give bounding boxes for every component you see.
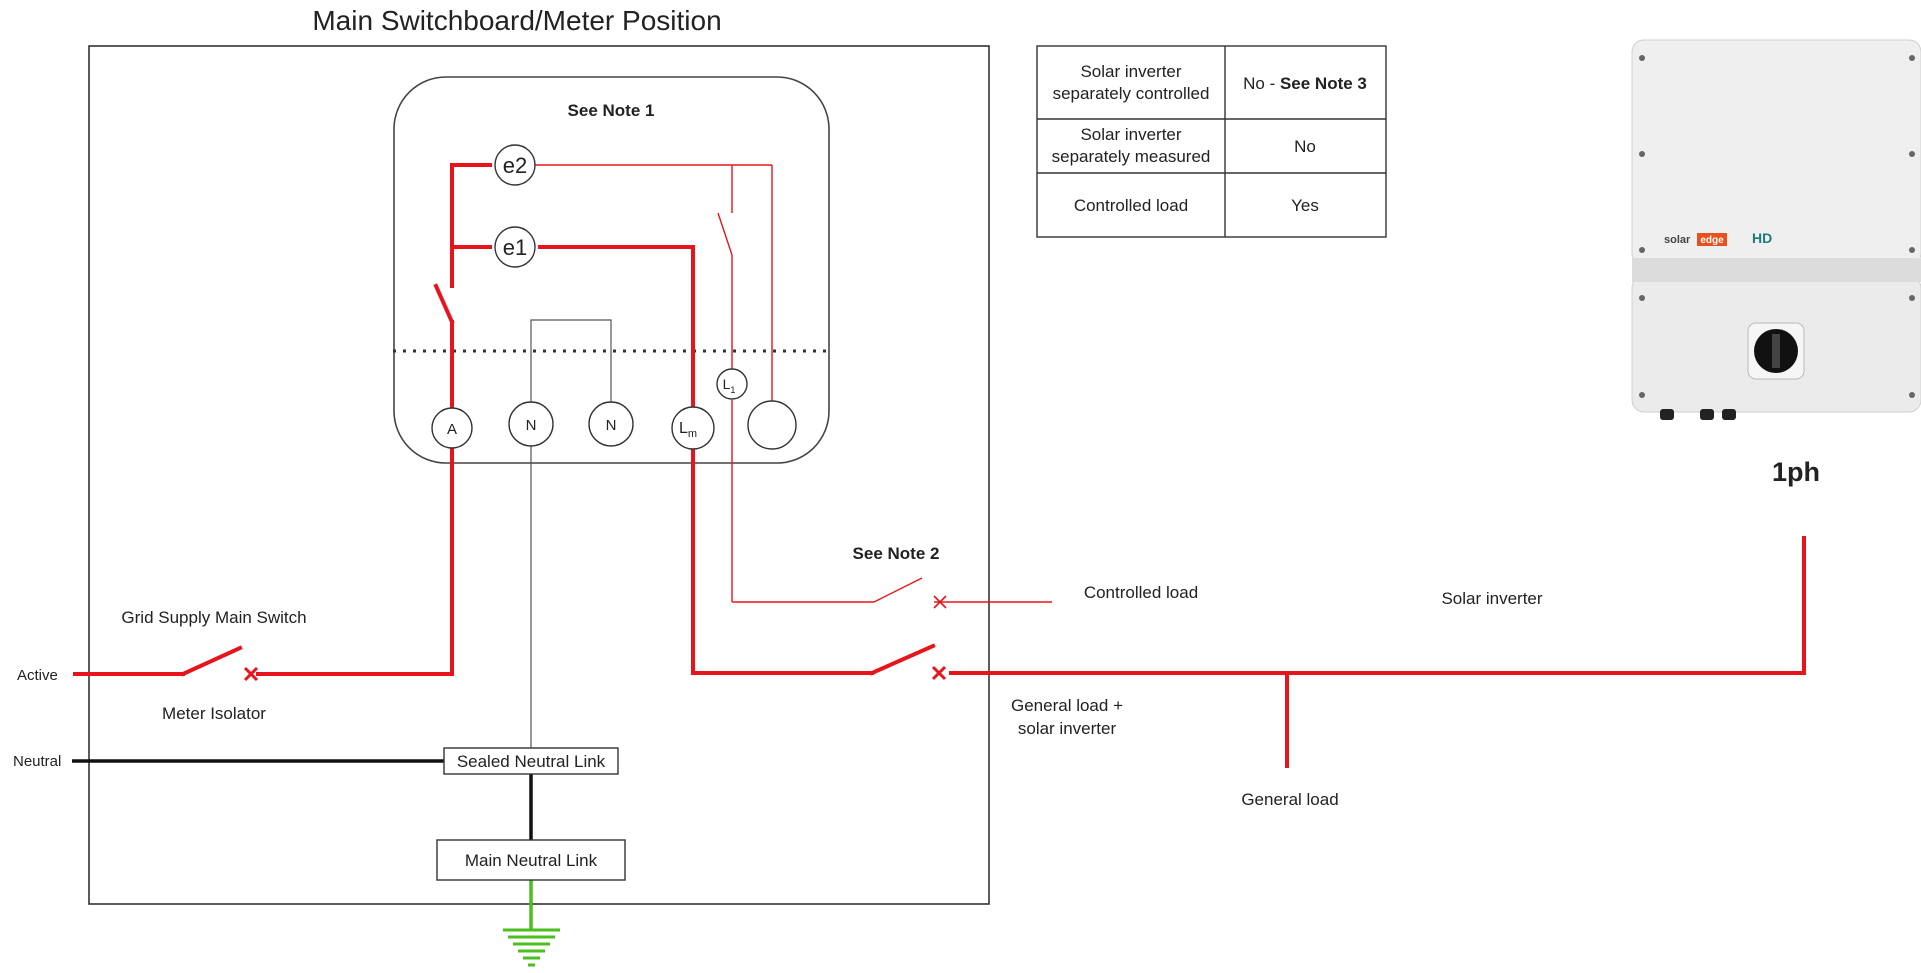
meter-element-e2: e2 (494, 144, 536, 186)
inverter-model-mark: HD (1752, 230, 1772, 246)
earth-symbol (503, 880, 560, 967)
terminal-n-1: N (508, 401, 554, 447)
solar-inverter-label: Solar inverter (1441, 589, 1542, 608)
controlled-load-label: Controlled load (1084, 583, 1198, 602)
general-load-solar-label-line2: solar inverter (1018, 719, 1117, 738)
summary-table-row-3: Controlled load Yes (1074, 196, 1319, 215)
see-note-1-label: See Note 1 (568, 101, 655, 120)
meter-element-e1-label: e1 (503, 235, 527, 260)
terminal-l1-label: L1 (723, 376, 736, 395)
terminal-lm-label: Lm (679, 420, 697, 440)
row-1-label-line2: separately controlled (1053, 84, 1210, 103)
meter-element-e2-label: e2 (503, 153, 527, 178)
meter-enclosure (393, 76, 830, 464)
main-neutral-link: Main Neutral Link (436, 839, 626, 881)
terminal-l1: L1 (716, 368, 748, 400)
switchboard-frame (88, 45, 990, 905)
sealed-neutral-link: Sealed Neutral Link (443, 747, 619, 775)
active-wiring (73, 163, 1806, 768)
terminal-n-2-label: N (606, 417, 617, 434)
terminal-n-2: N (588, 401, 634, 447)
neutral-label: Neutral (13, 753, 61, 770)
phase-label: 1ph (1772, 457, 1820, 487)
terminal-a: A (431, 407, 473, 449)
row-2-label-line1: Solar inverter (1080, 125, 1181, 144)
general-load-label: General load (1241, 790, 1338, 809)
summary-table-row-2: Solar inverter separately measured No (1052, 125, 1316, 166)
meter-isolator-x (243, 666, 259, 682)
terminal-lm: Lm (671, 406, 715, 450)
grid-supply-main-switch-label: Grid Supply Main Switch (121, 608, 306, 627)
summary-table (1036, 45, 1387, 238)
general-load-solar-label-line1: General load + (1011, 696, 1123, 715)
summary-table-row-1: Solar inverter separately controlled No … (1053, 62, 1367, 103)
controlled-load-wiring (532, 164, 1052, 603)
general-load-switch-x (931, 665, 947, 681)
sealed-neutral-link-label: Sealed Neutral Link (457, 752, 606, 771)
main-neutral-link-label: Main Neutral Link (465, 851, 598, 870)
meter-element-e1: e1 (494, 226, 536, 268)
meter-isolator-label: Meter Isolator (162, 704, 266, 723)
row-3-label: Controlled load (1074, 196, 1188, 215)
row-1-value: No - See Note 3 (1243, 74, 1367, 93)
diagram-title: Main Switchboard/Meter Position (312, 5, 721, 36)
row-2-label-line2: separately measured (1052, 147, 1211, 166)
terminal-n-1-label: N (526, 417, 537, 434)
terminal-a-label: A (447, 421, 457, 438)
inverter-brand-box: edge (1700, 235, 1724, 246)
terminal-spare (747, 400, 797, 450)
neutral-wiring (72, 319, 612, 840)
active-label: Active (17, 667, 58, 684)
inverter-brand: solar (1664, 234, 1691, 246)
row-2-value: No (1294, 137, 1316, 156)
row-1-label-line1: Solar inverter (1080, 62, 1181, 81)
see-note-2-label: See Note 2 (853, 544, 940, 563)
solaredge-inverter-icon: solar edge HD (1631, 39, 1921, 420)
row-3-value: Yes (1291, 196, 1319, 215)
controlled-load-switch-x (933, 595, 947, 609)
